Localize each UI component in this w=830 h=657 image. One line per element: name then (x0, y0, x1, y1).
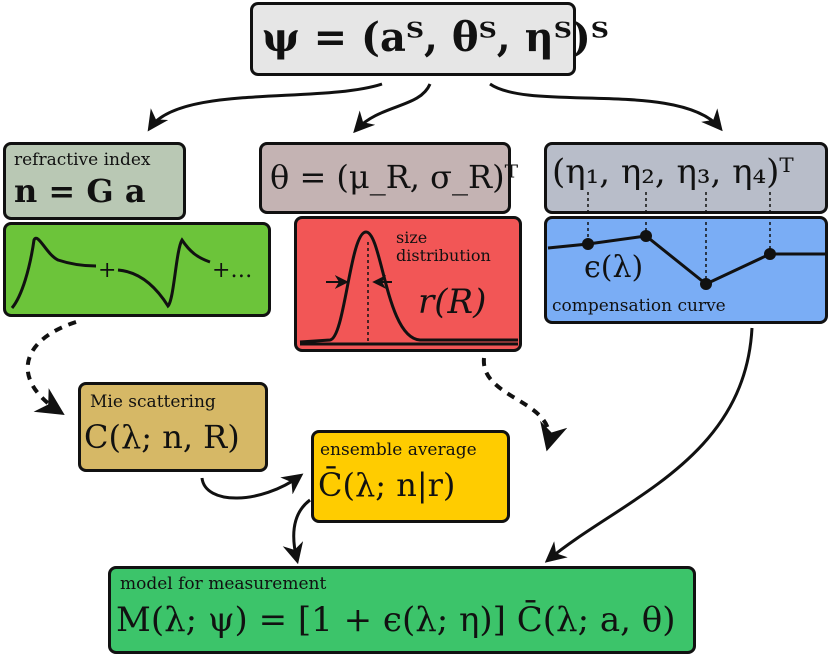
arrow-ensemble-to-model (282, 498, 311, 565)
knot-2 (640, 230, 652, 242)
oscillator-curve-2 (117, 237, 211, 309)
top-parameter-box (250, 2, 576, 76)
knot-4 (764, 248, 776, 260)
oscillator-curve-1 (10, 236, 97, 309)
mie-scattering-box (78, 382, 268, 472)
refractive-index-formula: n = G a (14, 172, 146, 210)
arrow-comp-to-model (544, 327, 754, 563)
oscillator-plus-2: +… (212, 258, 253, 283)
arrow-to-theta (353, 83, 432, 134)
eta-formula: (η₁, η₂, η₃, η₄)ᵀ (552, 152, 794, 192)
compensation-polyline (547, 234, 826, 286)
ensemble-average-label: ensemble average (320, 440, 477, 460)
arrow-to-refractive (147, 82, 383, 132)
ensemble-average-formula: C̄(λ; n|r) (318, 466, 456, 504)
ensemble-average-box (311, 430, 510, 523)
size-distribution-panel (294, 216, 522, 352)
parameter-vector-formula: ψ = (aᵀ, θᵀ, ηᵀ)ᵀ (262, 14, 609, 61)
mie-scattering-label: Mie scattering (90, 392, 216, 412)
mie-scattering-formula: C(λ; n, R) (84, 418, 240, 456)
knot-3 (700, 278, 712, 290)
size-distribution-curve (299, 230, 518, 344)
eta-box (544, 142, 828, 214)
dashed-arrow-to-ensemble (481, 357, 568, 452)
compensation-label: compensation curve (552, 296, 726, 316)
measurement-model-formula: M(λ; ψ) = [1 + ϵ(λ; η)] C̄(λ; a, θ) (116, 600, 676, 640)
dashed-arrow-to-mie (25, 320, 77, 416)
compensation-formula: ϵ(λ) (584, 250, 644, 285)
knot-1 (582, 238, 594, 250)
refractive-index-label: refractive index (14, 150, 151, 170)
compensation-curve-panel (544, 216, 828, 324)
theta-box (259, 142, 511, 214)
theta-formula: θ = (μ_R, σ_R)ᵀ (270, 158, 518, 196)
measurement-model-label: model for measurement (120, 574, 327, 594)
size-distribution-formula: r(R) (418, 282, 487, 322)
size-label-line1: size (396, 228, 428, 247)
lorentz-oscillator-panel (3, 222, 271, 317)
arrow-to-eta (489, 82, 723, 132)
refractive-index-box (3, 142, 186, 220)
measurement-model-box (108, 566, 696, 654)
oscillator-plus-1: + (98, 258, 117, 283)
arrow-mie-to-ensemble (200, 473, 304, 500)
size-label-line2: distribution (396, 246, 491, 265)
